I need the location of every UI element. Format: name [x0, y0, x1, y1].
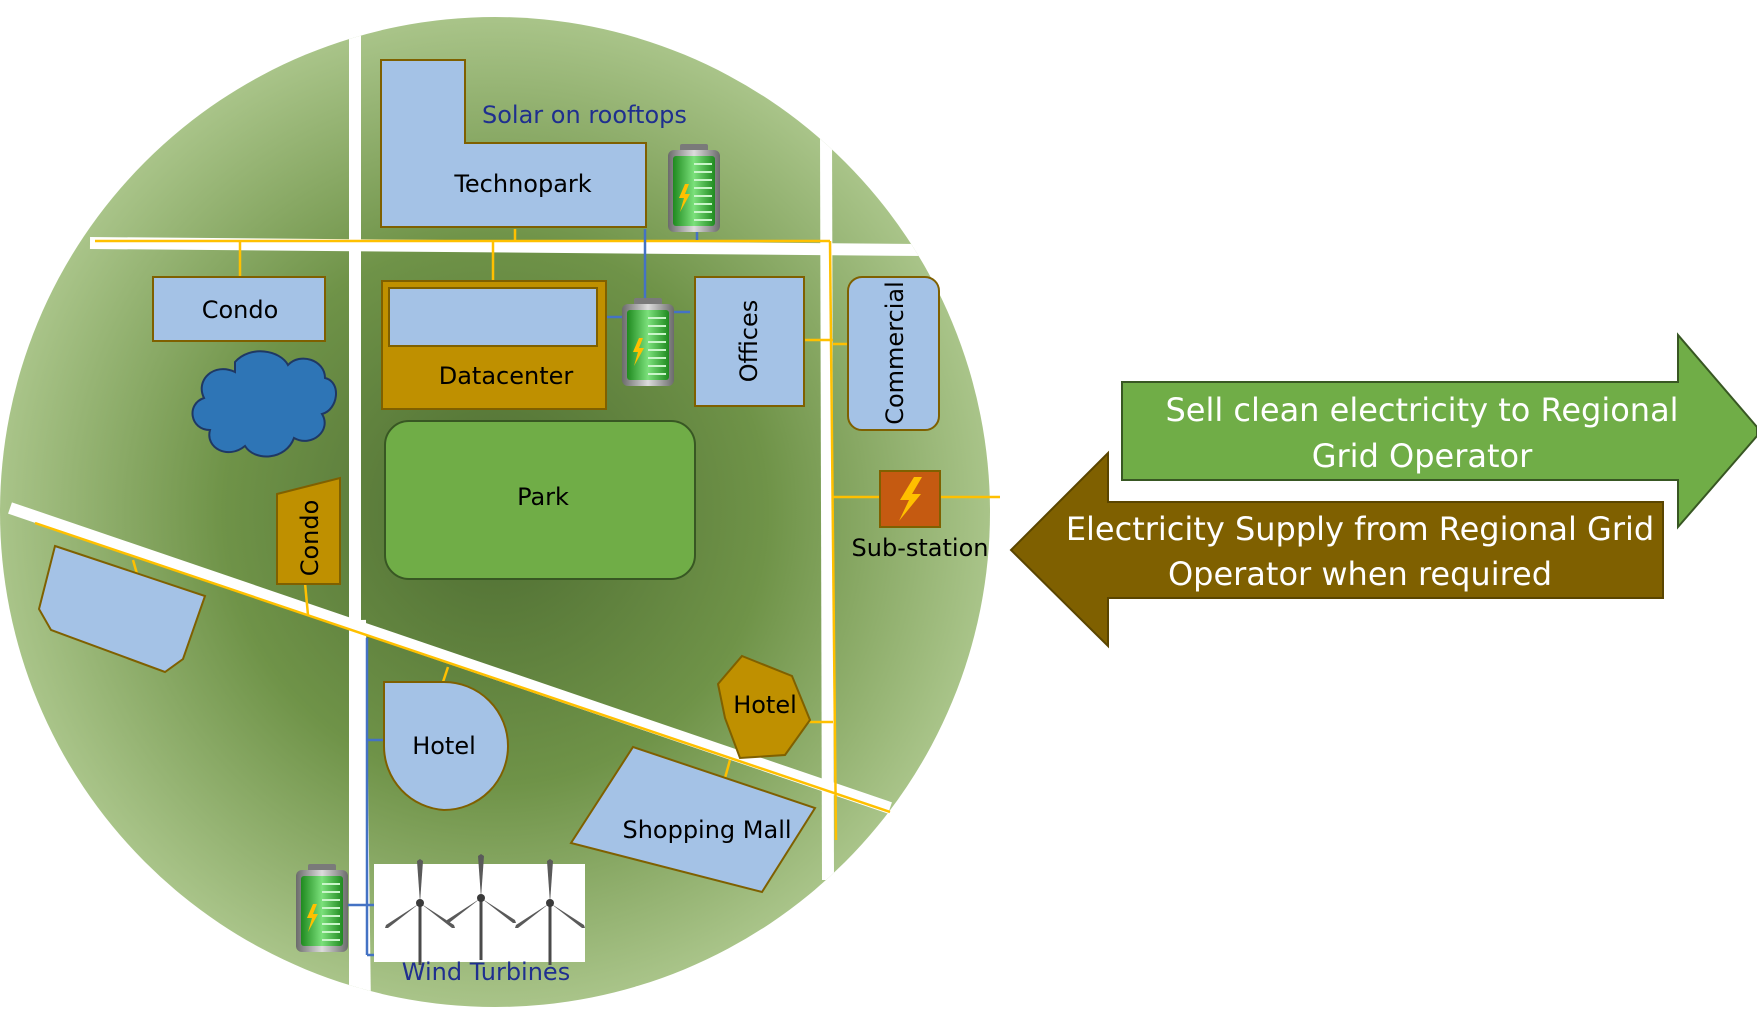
- substation: [879, 470, 941, 528]
- condo-gold-building: [276, 476, 341, 585]
- commercial-label: Commercial: [881, 281, 909, 425]
- cloud-icon: [191, 350, 337, 458]
- datacenter-label: Datacenter: [439, 362, 574, 390]
- hotel-round-label: Hotel: [412, 732, 476, 760]
- battery-icon: [667, 143, 721, 233]
- supply-arrow: Electricity Supply from Regional Grid Op…: [1009, 450, 1664, 649]
- sell-arrow-line1: Sell clean electricity to Regional: [1165, 391, 1678, 429]
- unlabeled-building: [37, 544, 207, 674]
- commercial-building: [847, 276, 940, 431]
- substation-label: Sub-station: [852, 534, 989, 562]
- battery-icon: [295, 863, 349, 953]
- datacenter-roof-solar: [388, 287, 598, 347]
- shopping-mall-building: [569, 745, 817, 894]
- condo-building: [152, 276, 326, 342]
- park-label: Park: [517, 483, 569, 511]
- solar-label: Solar on rooftops: [482, 101, 687, 129]
- wind-turbines: [374, 852, 587, 967]
- hotel-hex-label: Hotel: [733, 691, 797, 719]
- sell-arrow: Sell clean electricity to Regional Grid …: [1121, 332, 1757, 530]
- supply-arrow-line2: Operator when required: [1168, 555, 1552, 593]
- offices-label: Offices: [735, 300, 763, 383]
- park-area: [384, 420, 696, 580]
- condo-gold-label: Condo: [296, 500, 324, 577]
- condo-label: Condo: [202, 296, 279, 324]
- shopping-mall-label: Shopping Mall: [622, 816, 791, 844]
- lightning-icon: [899, 477, 922, 521]
- offices-building: [694, 276, 805, 407]
- supply-arrow-line1: Electricity Supply from Regional Grid: [1066, 510, 1654, 548]
- wind-turbines-label: Wind Turbines: [402, 958, 570, 986]
- hotel-hex-building: [716, 654, 812, 760]
- battery-icon: [621, 297, 675, 387]
- power-lines: [34, 229, 1000, 841]
- technopark-building: [380, 59, 647, 228]
- sell-arrow-line2: Grid Operator: [1312, 437, 1533, 475]
- technopark-label: Technopark: [453, 170, 591, 198]
- hotel-round-building: [382, 681, 509, 812]
